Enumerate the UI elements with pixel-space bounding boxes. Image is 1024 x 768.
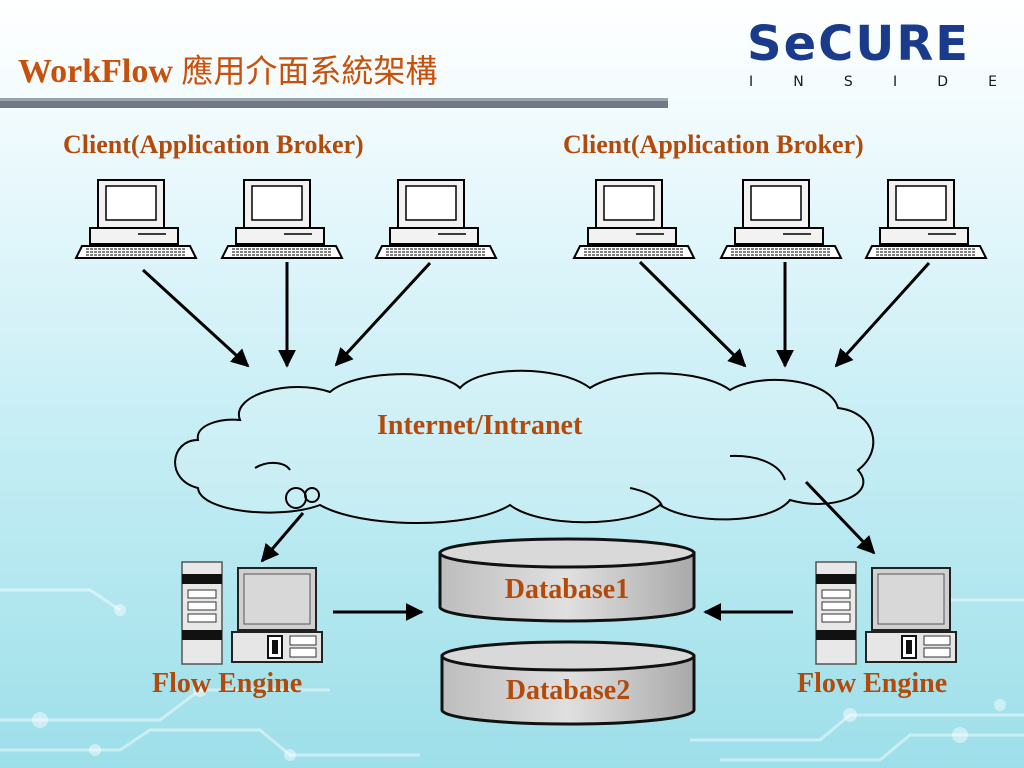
client-computer-6: [864, 179, 988, 259]
client-computer-5: [719, 179, 843, 259]
flow-engine-servers: [181, 561, 957, 665]
cloud-details: [254, 454, 786, 509]
flow-engine-server-left: [181, 561, 323, 665]
client-computer-3: [374, 179, 498, 259]
title-cjk: 應用介面系統架構: [181, 52, 438, 90]
circuit-nodes: [32, 604, 1006, 761]
circuit-background: [0, 588, 1024, 762]
client-arrows: [141, 260, 931, 368]
logo-word: SeCURE: [747, 16, 970, 72]
flow-engine-server-right: [815, 561, 957, 665]
client-computer-1: [74, 179, 198, 259]
client-group-label-left: Client(Application Broker): [63, 130, 364, 159]
client-computers: [74, 179, 988, 259]
title-bar: [0, 98, 668, 108]
database-1-label: Database1: [504, 574, 630, 605]
title-latin: WorkFlow: [18, 53, 173, 90]
flow-engine-label-left: Flow Engine: [152, 668, 303, 699]
flow-engine-label-right: Flow Engine: [797, 668, 948, 699]
network-label: Internet/Intranet: [377, 410, 583, 441]
logo-subtitle: I N S I D E: [749, 74, 997, 90]
network-cloud: [174, 369, 875, 524]
page-title: WorkFlow 應用介面系統架構: [18, 46, 437, 92]
database-1: [438, 537, 696, 623]
client-computer-2: [220, 179, 344, 259]
client-computer-4: [572, 179, 696, 259]
database-2-label: Database2: [505, 675, 631, 706]
engine-arrows: [260, 480, 876, 621]
client-group-label-right: Client(Application Broker): [563, 130, 864, 159]
secure-inside-logo: SeCURE I N S I D E: [747, 16, 997, 90]
database-2: [440, 640, 696, 726]
